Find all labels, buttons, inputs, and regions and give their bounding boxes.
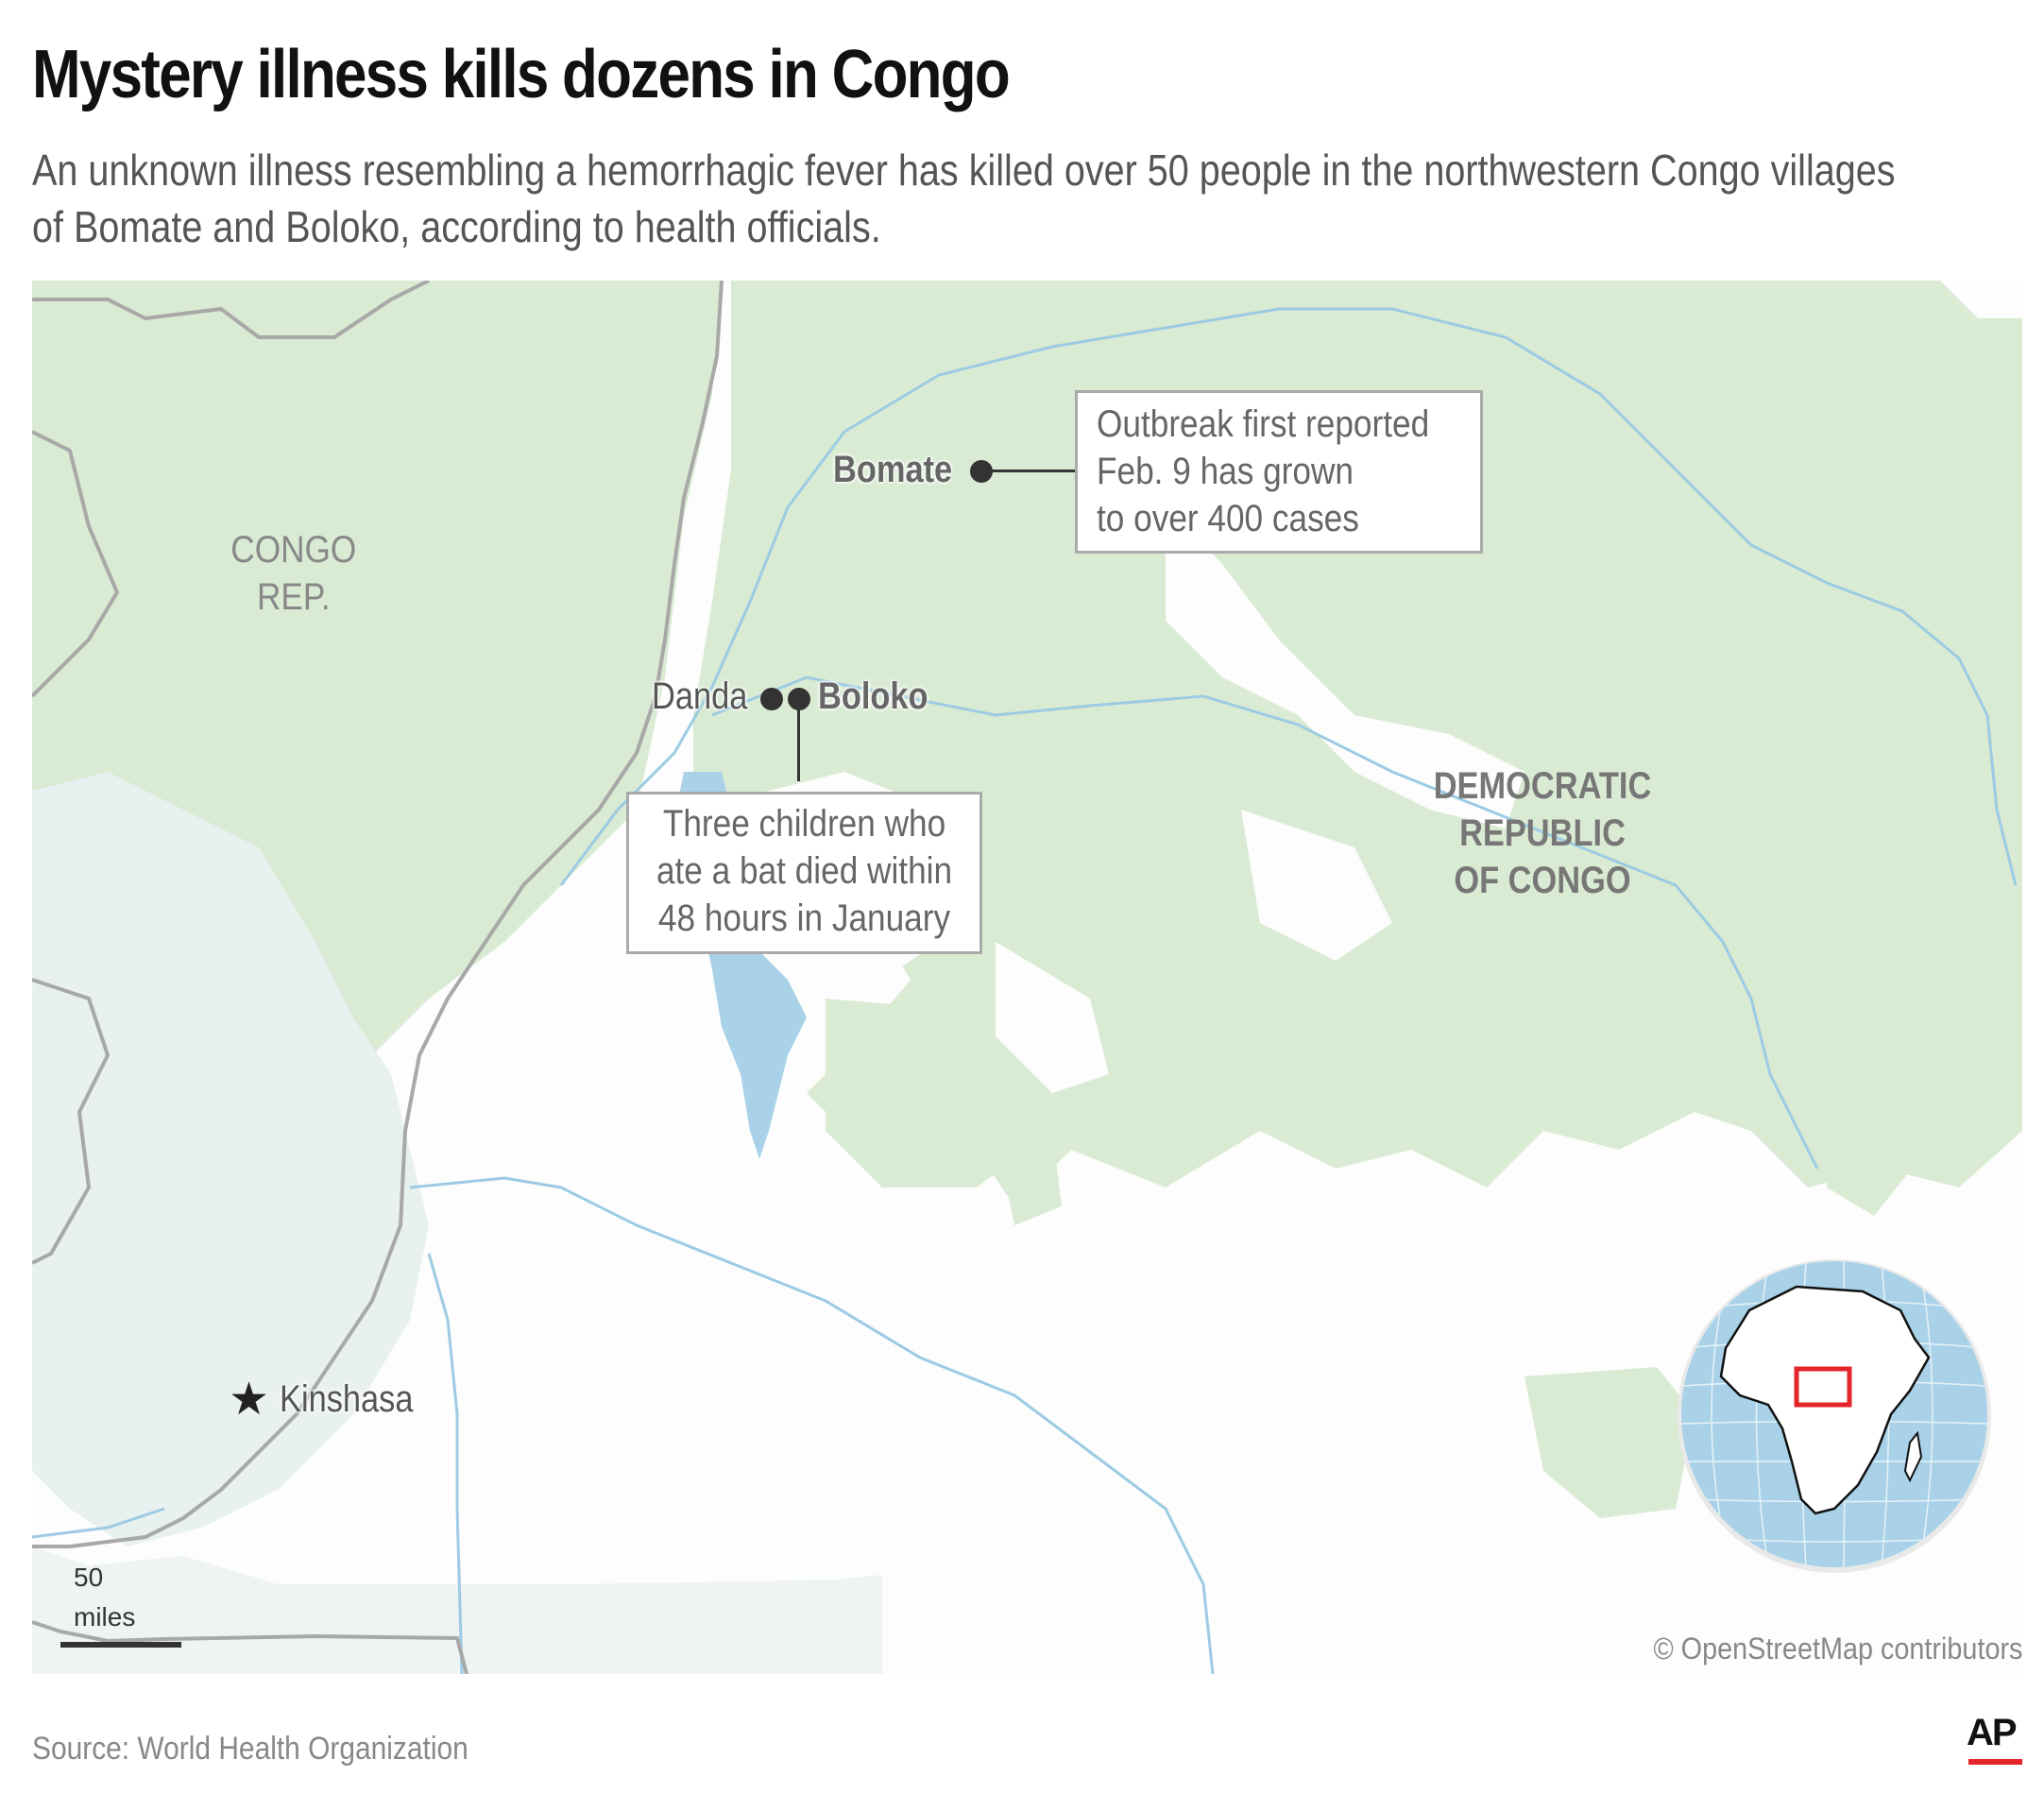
callout-line: to over 400 cases [1097,498,1359,539]
ap-logo: AP [1967,1712,2018,1753]
boloko-leader-line [797,706,800,781]
callout-line: Three children who [662,803,946,845]
bomate-leader-line [991,470,1091,472]
capital-star-icon: ★ [229,1375,270,1425]
country-label-line: DEMOCRATIC [1433,765,1652,807]
country-label-congo-rep: CONGO REP. [202,526,385,621]
danda-marker-icon [760,688,783,710]
locator-globe-icon [1678,1259,1991,1573]
callout-bomate: Outbreak first reported Feb. 9 has grown… [1075,390,1483,554]
country-label-line: REPUBLIC [1459,812,1626,854]
scale-value: 50 [74,1563,104,1592]
country-label-line: REP. [256,576,331,618]
bomate-marker-icon [970,460,993,483]
country-label-drc: DEMOCRATIC REPUBLIC OF CONGO [1421,762,1664,904]
place-label-bomate: Bomate [833,449,953,490]
source-note: Source: World Health Organization [32,1731,468,1767]
callout-boloko: Three children who ate a bat died within… [626,792,982,954]
callout-line: ate a bat died within [656,850,953,892]
map-credit: © OpenStreetMap contributors [1652,1632,2022,1666]
place-label-boloko: Boloko [818,675,928,717]
page-title: Mystery illness kills dozens in Congo [32,37,1011,112]
ap-logo-bar [1968,1759,2022,1765]
page-subtitle: An unknown illness resembling a hemorrha… [32,145,1896,251]
scale-unit: miles [74,1602,136,1632]
scale-label: 50 miles [74,1558,135,1637]
country-label-line: CONGO [230,529,357,571]
scale-bar [60,1642,181,1648]
callout-line: Feb. 9 has grown [1097,451,1354,492]
place-label-kinshasa: Kinshasa [280,1378,414,1420]
map: CONGO REP. DEMOCRATIC REPUBLIC OF CONGO … [32,281,2022,1674]
callout-line: Outbreak first reported [1097,403,1430,445]
country-label-line: OF CONGO [1454,860,1631,901]
callout-line: 48 hours in January [657,897,951,939]
place-label-danda: Danda [652,675,748,717]
